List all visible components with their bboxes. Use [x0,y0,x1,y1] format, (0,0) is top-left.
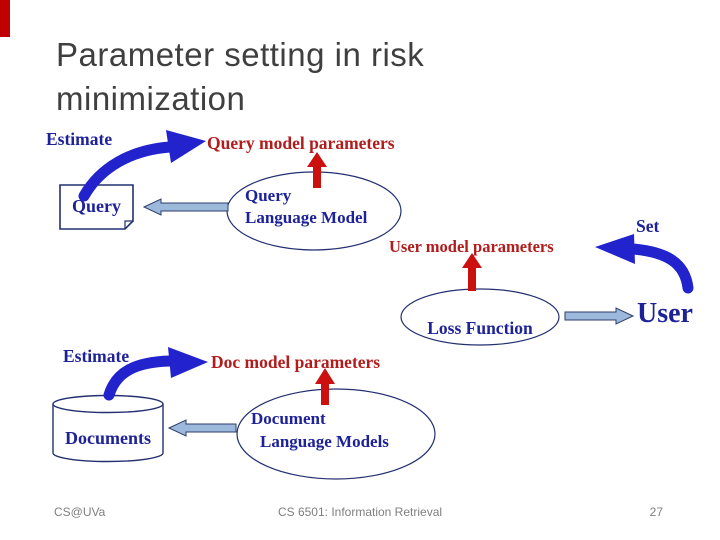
user-model-parameters-label: User model parameters [389,237,554,256]
accent-bar [0,0,10,37]
loss-function-label: Loss Function [427,318,533,338]
doc-model-parameters-label: Doc model parameters [211,352,381,372]
document-language-models-label: Document Language Models [251,407,389,453]
set-label: Set [636,216,660,236]
documents-cylinder [52,394,164,463]
slide-title: Parameter setting in risk minimization [56,36,425,117]
estimate-label-bottom: Estimate [63,346,130,366]
document-language-models-ellipse [236,388,436,480]
query-language-model-line2: Language Model [245,208,368,227]
left-arrow-icon [142,198,229,216]
doc-estimate-curved-arrow-icon [103,347,208,401]
query-document-shape [59,184,134,230]
loss-function-ellipse [400,288,560,346]
query-model-parameters-label: Query model parameters [207,133,395,153]
query-language-model-label: Query Language Model [245,185,367,229]
document-language-models-line2: Language Models [260,432,389,451]
footer-page-number: 27 [649,505,663,519]
user-up-arrow-icon [462,253,482,291]
doc-left-arrow-icon [167,419,237,437]
right-arrow-icon [564,307,635,325]
estimate-label-top: Estimate [46,129,113,149]
footer-course-tag: CS@UVa [54,505,106,519]
documents-source-label: Documents [65,428,151,448]
footer-course-title: CS 6501: Information Retrieval [277,505,443,519]
document-language-models-line1: Document [251,409,326,428]
query-up-arrow-icon [307,152,327,188]
query-source-label: Query [72,196,121,216]
user-label: User [637,298,693,329]
query-language-model-line1: Query [245,186,292,205]
estimate-curved-arrow-icon [78,130,206,202]
set-curved-arrow-icon [595,234,694,294]
slide-footer: CS@UVa CS 6501: Information Retrieval 27 [0,505,720,525]
doc-up-arrow-icon [315,368,335,405]
